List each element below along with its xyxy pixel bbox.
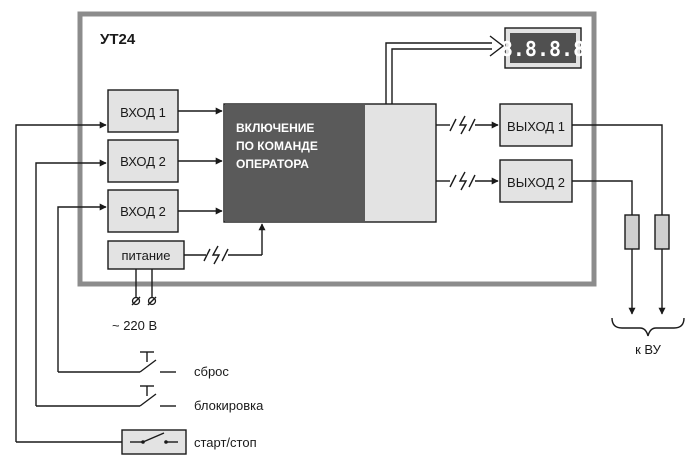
input-label-2: ВХОД 2 <box>120 154 166 169</box>
wire-output1-load <box>572 124 670 315</box>
led-display: 8.8.8.8 <box>501 27 585 69</box>
load-resistor-2 <box>624 214 640 250</box>
mains-terminals <box>131 269 157 306</box>
core-text-line-3: ОПЕРАТОРА <box>236 157 309 171</box>
arrow-core-display <box>385 35 505 104</box>
lock-button-symbol <box>36 385 176 407</box>
wire-lock-input2 <box>35 159 107 406</box>
input-block-3: ВХОД 2 <box>107 189 179 233</box>
input-block-2: ВХОД 2 <box>107 139 179 183</box>
lock-label: блокировка <box>194 398 264 413</box>
core-text-line-1: ВКЛЮЧЕНИЕ <box>236 121 314 135</box>
device-title: УТ24 <box>100 31 136 48</box>
wire-core-output1 <box>436 115 499 135</box>
startstop-switch-symbol <box>16 429 187 455</box>
wire-core-output2 <box>436 171 499 191</box>
load-resistor-1 <box>654 214 670 250</box>
wire-startstop-input1 <box>15 121 107 442</box>
input-block-1: ВХОД 1 <box>107 89 179 133</box>
wire-reset-input3 <box>57 203 107 372</box>
power-label: питание <box>121 248 170 263</box>
mains-voltage-label: ~ 220 В <box>112 318 157 333</box>
core-block: ВКЛЮЧЕНИЕ ПО КОМАНДЕ ОПЕРАТОРА <box>223 103 437 223</box>
destination-label: к ВУ <box>635 342 662 357</box>
wire-power-core <box>184 223 266 265</box>
output-label-2: ВЫХОД 2 <box>507 175 565 190</box>
startstop-label: старт/стоп <box>194 435 257 450</box>
power-block: питание <box>107 240 185 270</box>
display-digits: 8.8.8.8 <box>501 37 585 61</box>
output-label-1: ВЫХОД 1 <box>507 119 565 134</box>
output-block-1: ВЫХОД 1 <box>499 103 573 147</box>
output-block-2: ВЫХОД 2 <box>499 159 573 203</box>
core-text-line-2: ПО КОМАНДЕ <box>236 139 318 153</box>
output-brace <box>611 317 685 337</box>
reset-button-symbol <box>58 351 176 373</box>
input-label-1: ВХОД 1 <box>120 105 166 120</box>
reset-label: сброс <box>194 364 229 379</box>
wire-output2-load <box>572 180 640 315</box>
input-label-3: ВХОД 2 <box>120 204 166 219</box>
